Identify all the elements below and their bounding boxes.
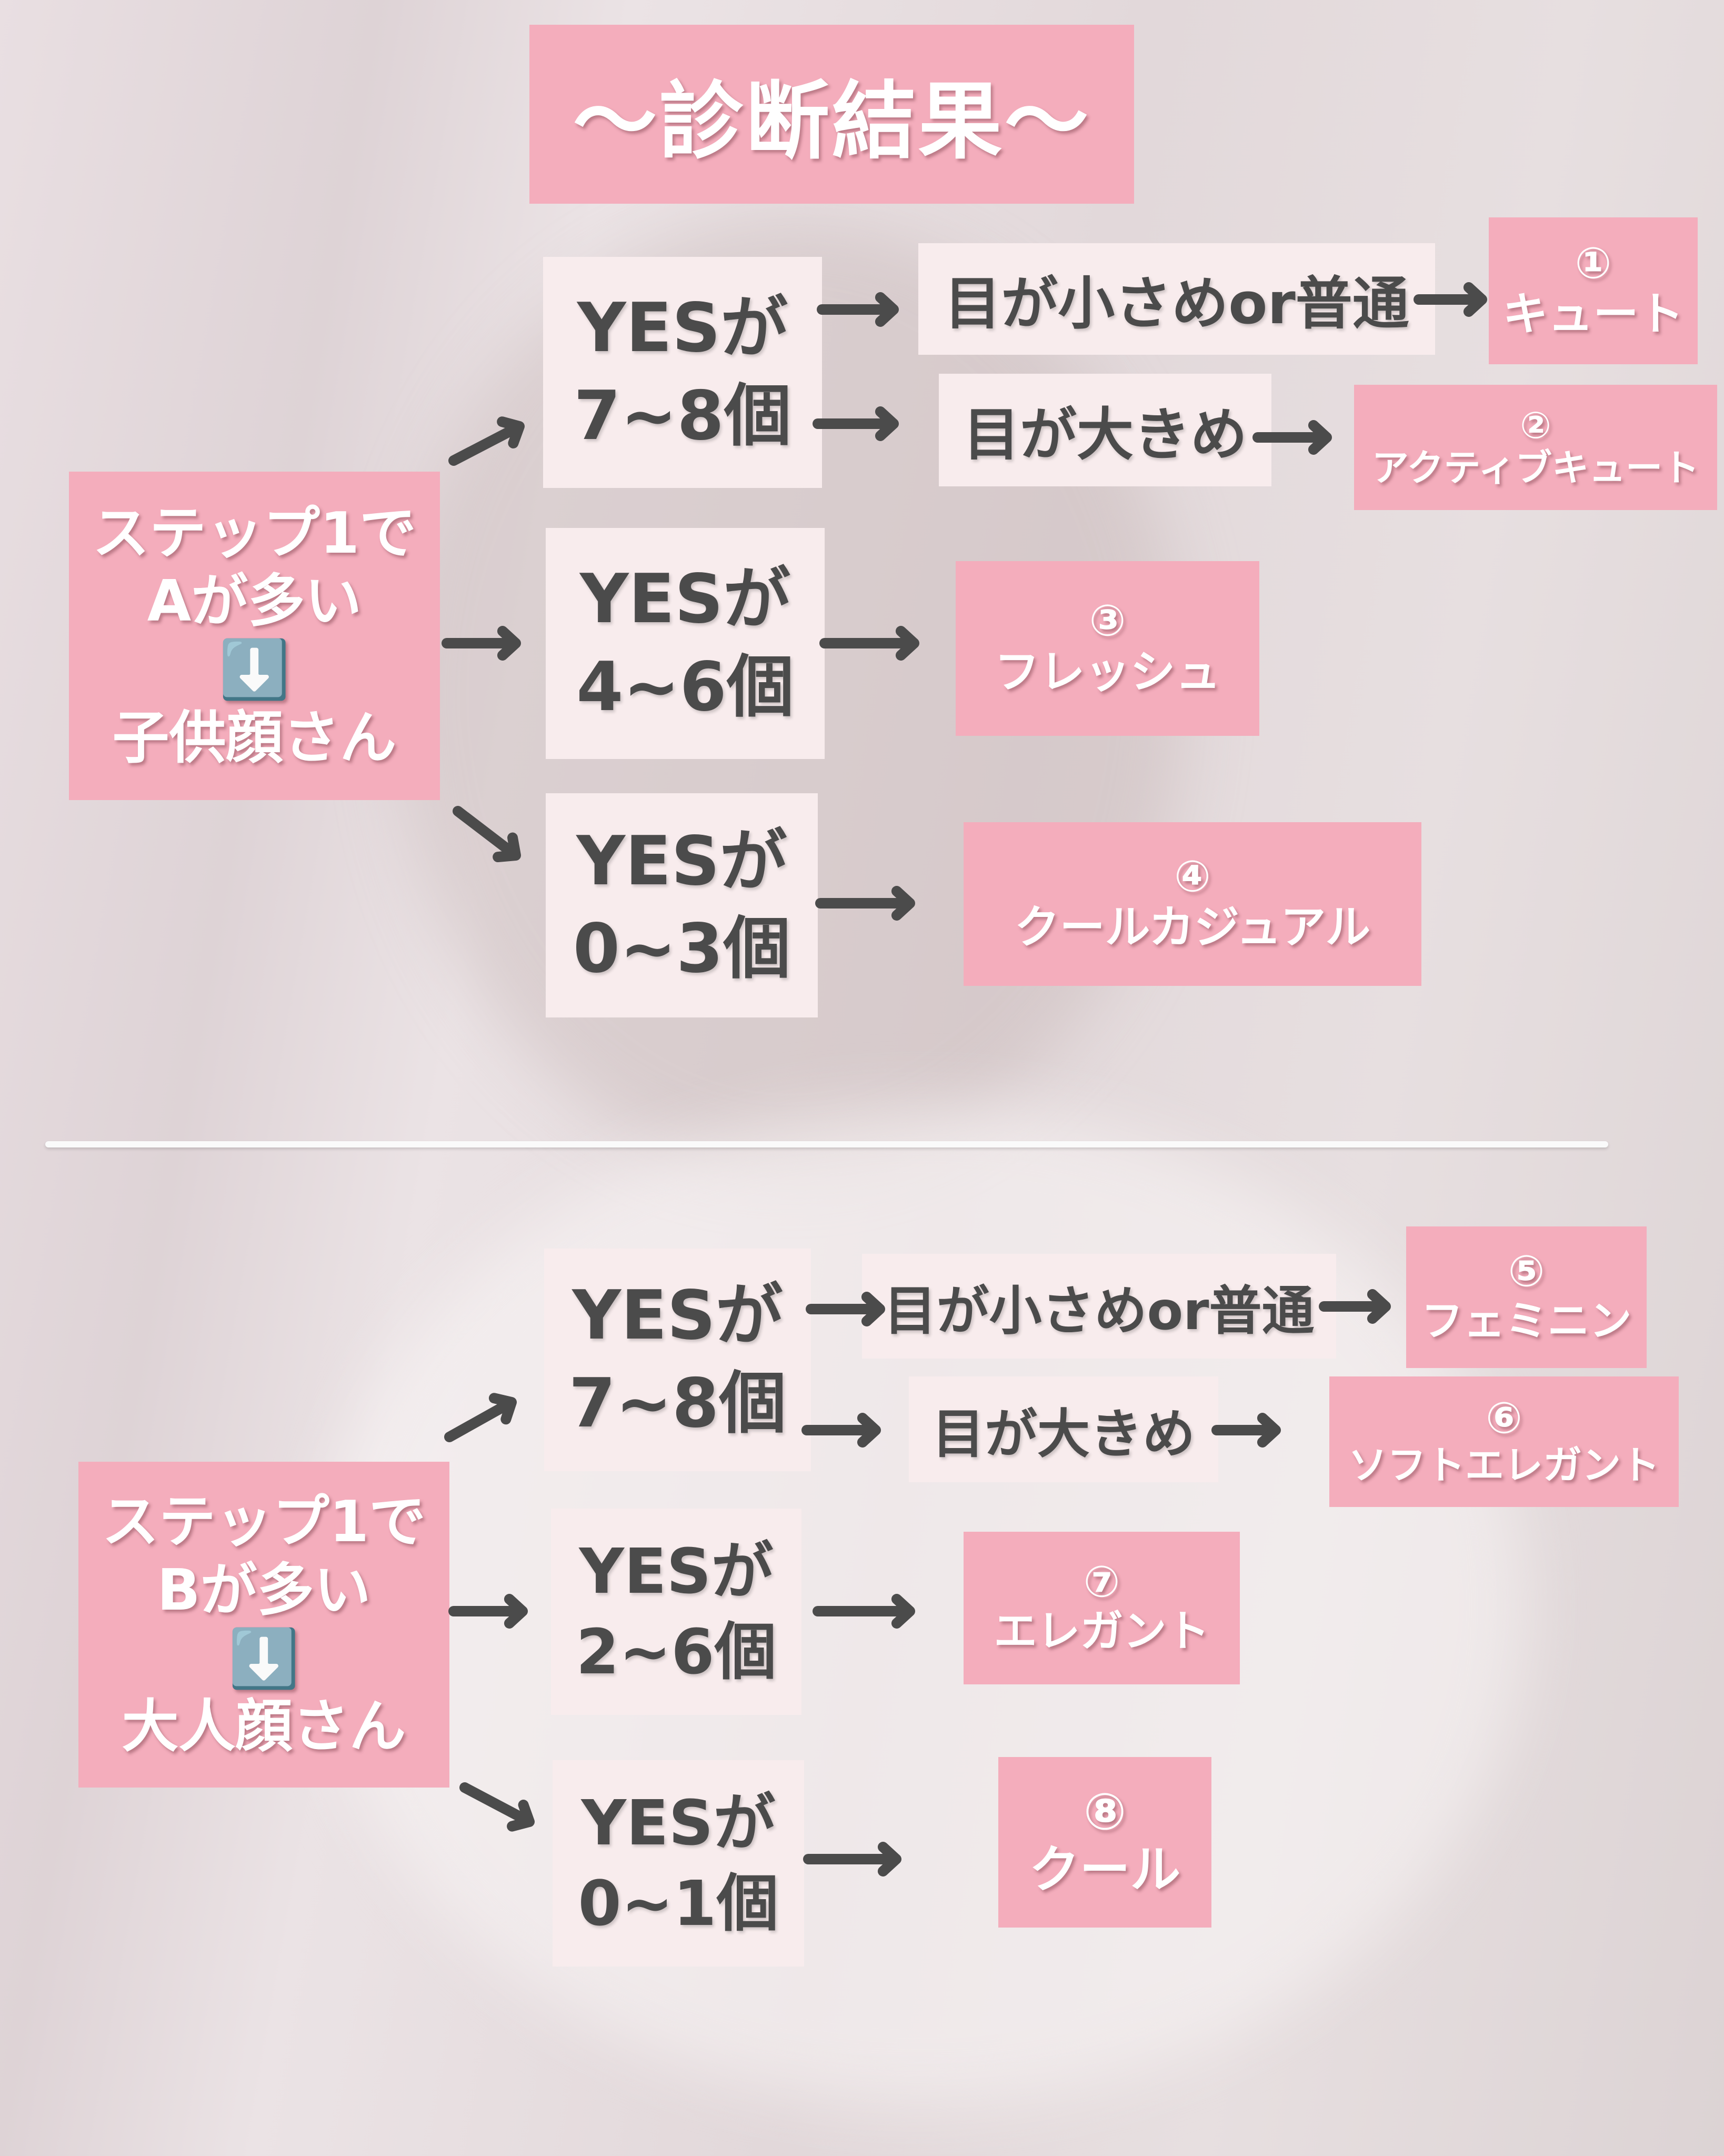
yes-label: YESが	[572, 1276, 783, 1355]
step-box-a: ステップ1で Aが多い ⬇️ 子供顔さん	[69, 472, 440, 800]
result-label: クール	[1029, 1840, 1181, 1900]
result-label: ソフトエレガント	[1348, 1442, 1660, 1488]
yes-count: 4~6個	[576, 647, 794, 726]
step-line: Aが多い	[147, 568, 362, 635]
yes-count: 0~3個	[573, 910, 791, 988]
down-arrow-icon: ⬇️	[219, 637, 290, 703]
yes-label: YESが	[579, 1534, 774, 1608]
section-divider	[45, 1141, 1608, 1147]
yes-count-box: YESが 0~3個	[546, 793, 818, 1017]
step-line: 子供顔さん	[112, 705, 397, 771]
title-text: 〜診断結果〜	[573, 72, 1091, 171]
condition-big-eyes: 目が大きめ	[909, 1376, 1218, 1482]
result-number: ②	[1520, 403, 1551, 447]
yes-label: YESが	[576, 822, 787, 901]
yes-label: YESが	[577, 289, 788, 368]
yes-count-box: YESが 0~1個	[553, 1760, 804, 1967]
result-number: ⑦	[1083, 1556, 1120, 1607]
result-number: ①	[1575, 238, 1612, 288]
condition-text: 目が小さめor普通	[944, 271, 1409, 337]
result-label: クールカジュアル	[1014, 901, 1371, 954]
condition-text: 目が大きめ	[963, 402, 1247, 468]
yes-count-box: YESが 4~6個	[546, 528, 825, 759]
step-line: Bが多い	[157, 1557, 371, 1623]
result-label: フレッシュ	[994, 645, 1221, 698]
down-arrow-icon: ⬇️	[228, 1625, 299, 1692]
yes-count-box: YESが 7~8個	[543, 257, 822, 488]
result-number: ⑥	[1486, 1393, 1522, 1443]
yes-count: 2~6個	[576, 1615, 777, 1688]
condition-small-eyes: 目が小さめor普通	[862, 1254, 1336, 1359]
result-label: エレガント	[994, 1606, 1210, 1656]
step-line: 大人顔さん	[122, 1694, 406, 1760]
result-number: ⑧	[1083, 1782, 1127, 1841]
yes-label: YESが	[581, 1786, 776, 1859]
yes-count: 7~8個	[574, 376, 791, 455]
result-number: ③	[1089, 596, 1126, 646]
condition-small-eyes: 目が小さめor普通	[918, 243, 1435, 355]
page-title: 〜診断結果〜	[529, 25, 1134, 204]
step-line: ステップ1で	[102, 1489, 426, 1555]
result-label: キュート	[1502, 288, 1684, 341]
yes-count: 0~1個	[578, 1867, 779, 1940]
condition-text: 目が小さめor普通	[884, 1280, 1315, 1342]
result-label: アクティブキュート	[1371, 446, 1700, 490]
condition-text: 目が大きめ	[932, 1403, 1195, 1465]
yes-count: 7~8個	[568, 1364, 787, 1443]
result-number: ⑤	[1508, 1246, 1545, 1297]
result-label: フェミニン	[1421, 1296, 1632, 1345]
step-box-b: ステップ1で Bが多い ⬇️ 大人顔さん	[78, 1462, 449, 1788]
yes-count-box: YESが 7~8個	[544, 1249, 811, 1471]
yes-label: YESが	[579, 560, 791, 639]
step-line: ステップ1で	[92, 500, 417, 566]
condition-big-eyes: 目が大きめ	[939, 374, 1271, 486]
result-number: ④	[1174, 851, 1211, 902]
